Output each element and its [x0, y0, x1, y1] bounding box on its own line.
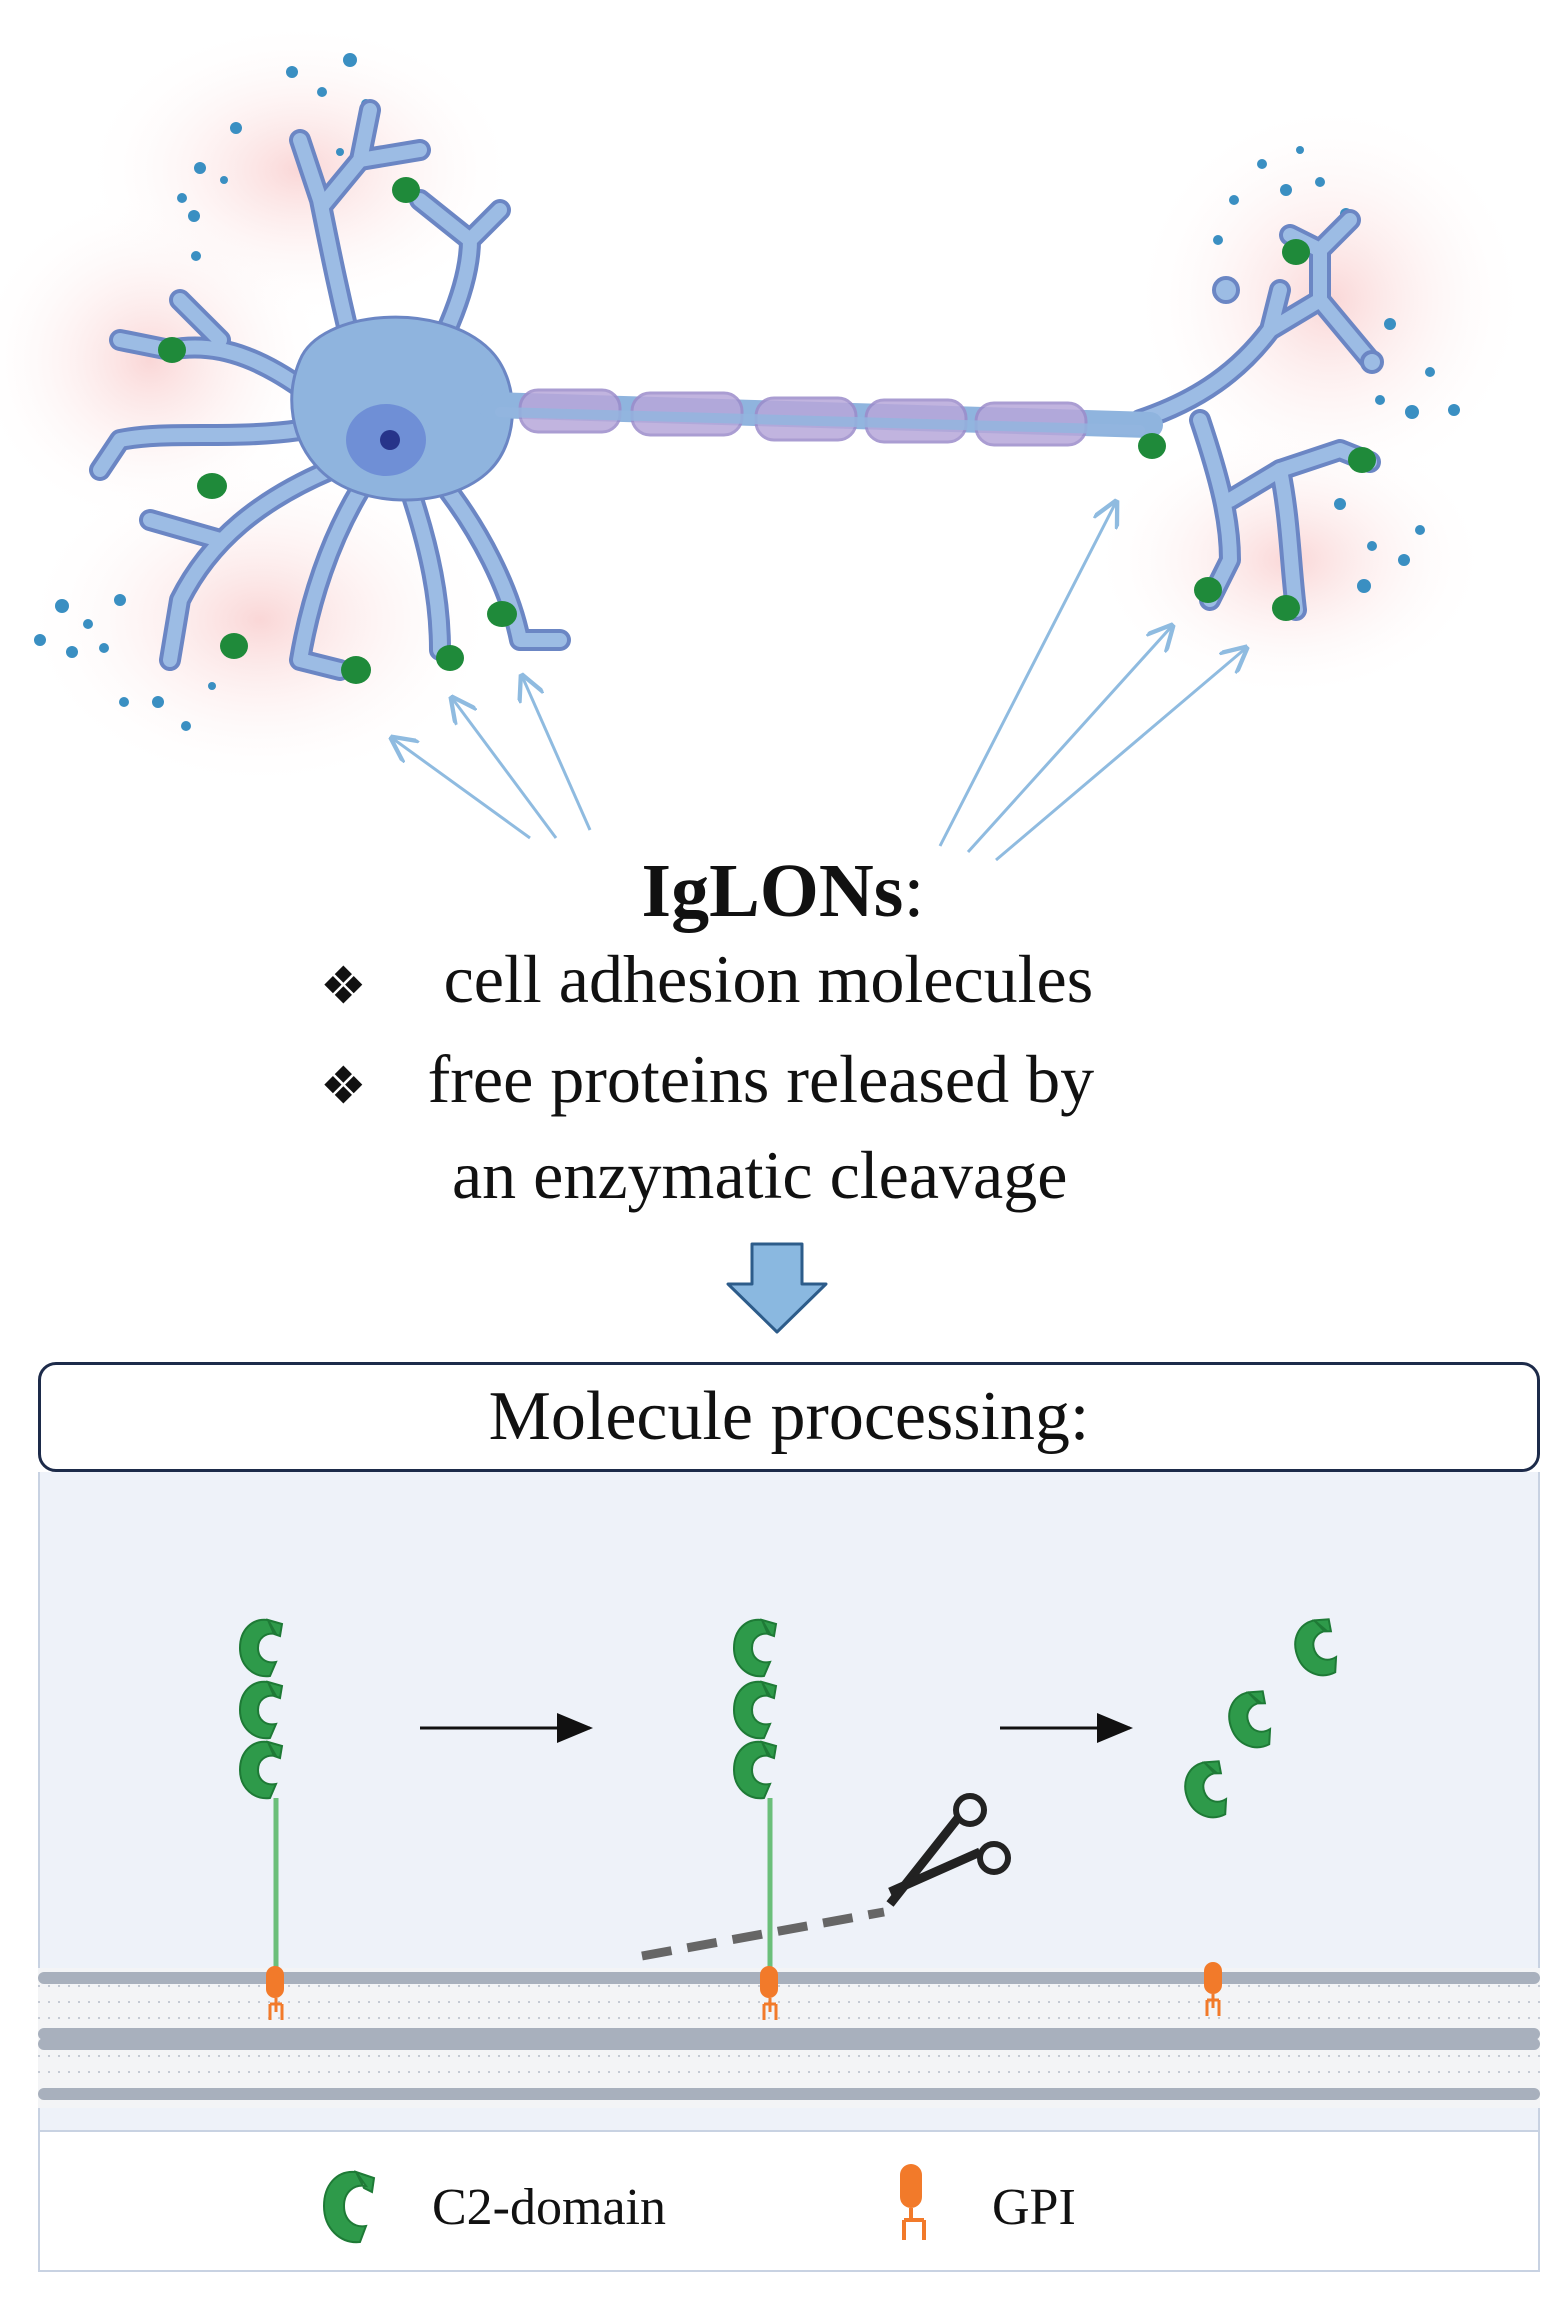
scissors-icon — [886, 1793, 1011, 1907]
spine-knob — [1360, 350, 1384, 374]
bullet-glyph: ❖ — [320, 958, 367, 1016]
bullet-item: ❖ free proteins released by — [320, 1040, 1094, 1119]
remaining-gpi — [1204, 1962, 1222, 1994]
iglons-title-bold: IgLONs — [641, 849, 904, 933]
bullet-item: ❖ cell adhesion molecules — [320, 940, 1093, 1019]
nucleolus — [380, 430, 400, 450]
gpi-tails — [268, 1994, 1221, 2020]
iglons-title: IgLONs: — [0, 848, 1566, 935]
pointer-arrows — [392, 502, 1246, 862]
bullet-text-continuation: an enzymatic cleavage — [452, 1137, 1068, 1213]
legend-gpi-label: GPI — [992, 2179, 1076, 2236]
pointer-arrow — [966, 626, 1172, 854]
iglon-markers — [158, 177, 1376, 684]
iglon-molecule-cleavage — [733, 1618, 778, 1998]
pointer-arrow — [995, 648, 1246, 862]
cleavage-line — [641, 1907, 885, 1961]
pointer-arrow — [452, 698, 558, 839]
spine-knob — [1212, 276, 1240, 304]
down-arrow-icon — [726, 1242, 828, 1334]
gpi-icon — [900, 2164, 926, 2240]
bullet-text: cell adhesion molecules — [443, 941, 1094, 1017]
cell-membrane — [38, 1968, 1540, 2108]
c2-domain-icon — [322, 2170, 376, 2244]
iglons-title-colon: : — [903, 849, 925, 933]
axon-core — [495, 407, 1145, 435]
iglon-molecule-anchored — [239, 1618, 284, 1998]
legend — [38, 2132, 1540, 2272]
legend-c2-domain-label: C2-domain — [432, 2179, 666, 2236]
pointer-arrow — [938, 502, 1116, 847]
neuron-illustration — [0, 20, 1530, 862]
bullet-glyph: ❖ — [320, 1058, 367, 1116]
pointer-arrow — [522, 676, 592, 831]
iglon-molecule-released — [1176, 1614, 1348, 1994]
bullet-text: free proteins released by — [427, 1041, 1095, 1117]
molecule-processing-diagram — [38, 1614, 1540, 2108]
molecule-processing-header: Molecule processing: — [38, 1362, 1540, 1472]
pointer-arrow — [392, 738, 531, 840]
